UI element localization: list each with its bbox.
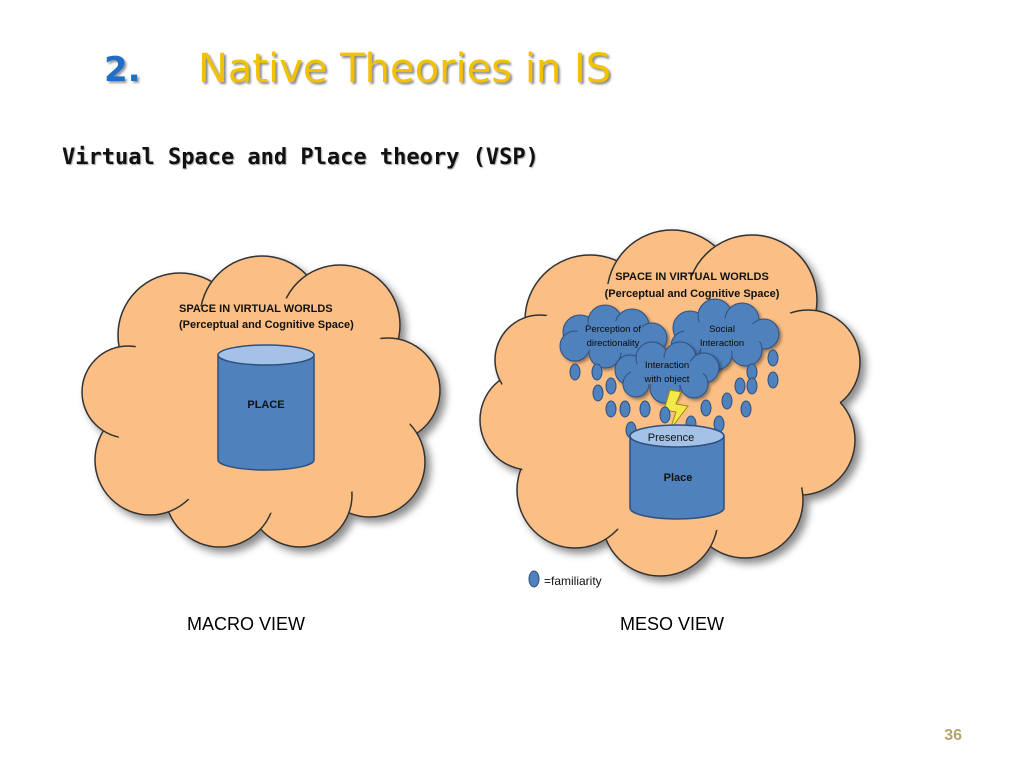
bubble-social-line2: Interaction [700,338,744,349]
macro-space-title: SPACE IN VIRTUAL WORLDS [179,303,333,315]
meso-space-subtitle: (Perceptual and Cognitive Space) [605,288,780,300]
macro-space-subtitle: (Perceptual and Cognitive Space) [179,319,354,331]
familiarity-token [592,384,604,402]
familiarity-token [721,392,733,410]
macro-view-caption: MACRO VIEW [187,614,306,634]
familiarity-token [569,363,581,381]
page-number: 36 [944,727,962,744]
familiarity-legend-label: =familiarity [544,574,602,588]
meso-space-title: SPACE IN VIRTUAL WORLDS [615,271,769,283]
familiarity-token [619,400,631,418]
macro-place-label: PLACE [247,399,284,411]
bubble-social-line1: Social [709,324,735,335]
slide-number: 2. [104,50,141,90]
familiarity-token [767,349,779,367]
bubble-social [670,298,780,371]
macro-place-cylinder [217,344,315,471]
familiarity-token [767,371,779,389]
meso-view-caption: MESO VIEW [620,614,725,634]
familiarity-token [639,400,651,418]
meso-place-label: Place [664,472,693,484]
meso-place-cylinder [629,424,725,520]
familiarity-token [734,377,746,395]
familiarity-token [591,363,603,381]
bubble-object-line1: Interaction [645,360,689,371]
presence-label: Presence [648,432,694,444]
familiarity-token [659,406,671,424]
familiarity-legend-icon [528,570,540,588]
bubble-object-line2: with object [644,374,690,385]
bubble-perception-line2: directionality [587,338,640,349]
familiarity-token [740,400,752,418]
familiarity-token [605,400,617,418]
familiarity-token [605,377,617,395]
bubble-object [614,341,720,404]
familiarity-token [746,377,758,395]
bubble-perception-line1: Perception of [585,324,641,335]
slide-title: Native Theories in IS [198,46,612,92]
slide-subtitle: Virtual Space and Place theory (VSP) [62,145,539,170]
familiarity-token [700,399,712,417]
